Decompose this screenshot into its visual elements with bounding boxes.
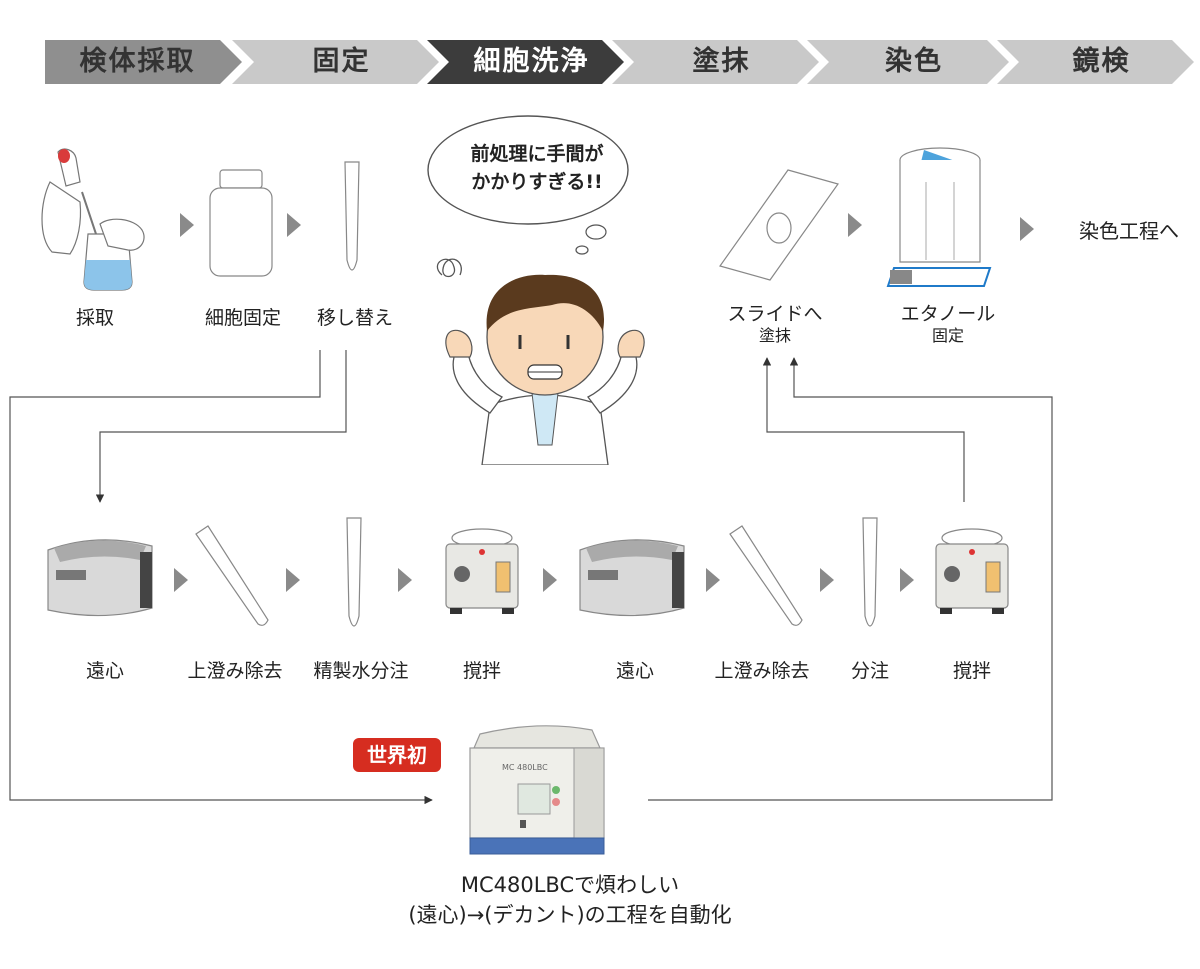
step-label-1: 検体採取 [79,46,196,77]
device-brand-label: MC 480LBC [502,763,548,772]
mc480lbc-device-illustration: MC 480LBC [469,725,605,855]
step-label-6: 鏡検 [1072,46,1131,77]
tube-illustration [344,161,360,271]
label-centrifuge-1: 遠心 [85,660,124,682]
label-stir-2: 撹拌 [952,660,991,682]
flow-arrow-icon [543,568,557,592]
flow-arrow-icon [848,213,862,237]
step-chevron-3 [427,40,624,84]
flow-arrow-icon [820,568,834,592]
flow-arrow-icon [900,568,914,592]
step-chevron-2 [232,40,439,84]
label-slide-line2: 塗抹 [758,326,791,345]
label-slide-smear: スライドへ 塗抹 [715,303,835,347]
step-label-2: 固定 [312,46,371,77]
tube-tilted-illustration-2 [729,525,803,626]
step-chevron-4 [612,40,819,84]
tube-illustration-2 [346,517,362,627]
connector-stirrer-to-slide [762,357,965,502]
connector-transfer-to-centrifuge [95,350,347,503]
flow-arrow-icon [287,213,301,237]
worried-person-illustration [436,258,645,465]
label-to-staining: 染色工程へ [1079,219,1179,243]
step-chevron-1 [45,40,242,84]
thought-bubble [427,115,629,255]
centrifuge-illustration-2 [579,539,685,617]
label-supernatant-1: 上澄み除去 [187,660,283,682]
label-supernatant-2: 上澄み除去 [714,660,810,682]
step-chevron-5 [807,40,1009,84]
step-label-5: 染色 [885,46,943,77]
sample-collection-illustration [41,148,145,291]
bubble-line1: 前処理に手間が [470,143,604,165]
tube-illustration-3 [862,517,878,627]
glass-slide-illustration [719,169,839,281]
label-slide-line1: スライドへ [727,303,823,325]
label-fix: 細胞固定 [204,307,281,329]
step-label-3: 細胞洗浄 [473,46,590,77]
label-centrifuge-2: 遠心 [615,660,654,682]
flow-arrow-icon [180,213,194,237]
flow-arrow-icon [398,568,412,592]
flow-arrow-icon [174,568,188,592]
bubble-line2: かかりすぎる!! [471,171,603,193]
process-step-bar [45,40,1194,84]
step-chevron-6 [997,40,1194,84]
label-dispense: 分注 [850,660,889,682]
flow-arrow-icon [286,568,300,592]
label-stir-1: 撹拌 [462,660,501,682]
stirrer-illustration-1 [445,528,519,614]
flow-arrow-icon [706,568,720,592]
caption-line2: (遠心)→(デカント)の工程を自動化 [408,903,732,927]
caption-line1: MC480LBCで煩わしい [460,873,680,897]
connector-transfer-to-device [9,350,433,805]
label-transfer: 移し替え [316,307,393,329]
device-caption: MC480LBCで煩わしい (遠心)→(デカント)の工程を自動化 [380,870,760,930]
tube-tilted-illustration-1 [195,525,269,626]
label-ethanol-fix: エタノール 固定 [878,303,1018,347]
thought-bubble-text: 前処理に手間が かかりすぎる!! [432,140,642,196]
centrifuge-illustration-1 [47,539,153,617]
flow-arrow-icon [1020,217,1034,241]
fixative-bottle-illustration [209,169,273,277]
connector-device-to-slide [648,357,1053,801]
label-ethanol-line2: 固定 [931,326,964,345]
label-water-dispense: 精製水分注 [313,660,409,682]
stirrer-illustration-2 [935,528,1009,614]
world-first-badge: 世界初 [353,738,441,772]
step-label-4: 塗抹 [692,46,751,77]
ethanol-jar-illustration [886,147,992,287]
label-collect: 採取 [75,307,114,329]
label-ethanol-line1: エタノール [900,303,996,325]
